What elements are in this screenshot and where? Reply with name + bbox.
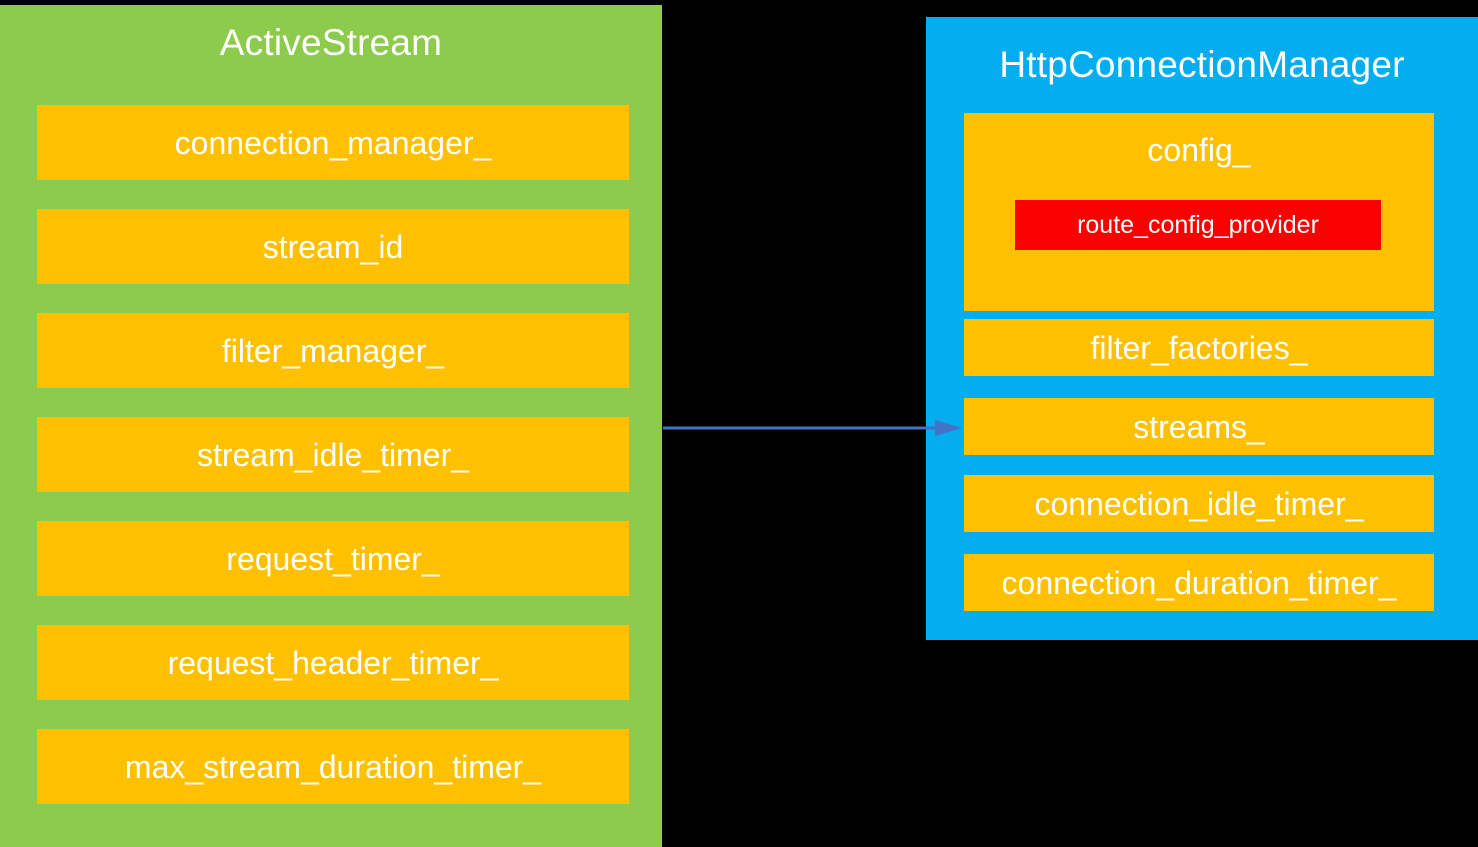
panel-activestream: ActiveStream connection_manager_ stream_…	[0, 5, 662, 847]
field-filter-manager[interactable]: filter_manager_	[37, 313, 629, 388]
field-streams[interactable]: streams_	[964, 398, 1434, 455]
field-stream-idle-timer[interactable]: stream_idle_timer_	[37, 417, 629, 492]
field-max-stream-duration-timer[interactable]: max_stream_duration_timer_	[37, 729, 629, 804]
panel-activestream-title: ActiveStream	[219, 22, 443, 63]
field-config[interactable]: config_ route_config_provider	[964, 113, 1434, 311]
panel-http-connection-manager: HttpConnectionManager config_ route_conf…	[926, 17, 1478, 640]
field-filter-factories[interactable]: filter_factories_	[964, 319, 1434, 376]
field-request-timer[interactable]: request_timer_	[37, 521, 629, 596]
field-connection-manager[interactable]: connection_manager_	[37, 105, 629, 180]
panel-http-connection-manager-title: HttpConnectionManager	[999, 44, 1405, 85]
field-route-config-provider[interactable]: route_config_provider	[1015, 200, 1381, 250]
connector-arrowhead-icon	[935, 420, 962, 436]
field-connection-idle-timer[interactable]: connection_idle_timer_	[964, 475, 1434, 532]
field-config-label: config_	[1147, 132, 1251, 168]
connector-arrow-activestream-to-streams	[663, 420, 962, 436]
field-connection-duration-timer[interactable]: connection_duration_timer_	[964, 554, 1434, 611]
field-stream-id[interactable]: stream_id	[37, 209, 629, 284]
field-request-header-timer[interactable]: request_header_timer_	[37, 625, 629, 700]
